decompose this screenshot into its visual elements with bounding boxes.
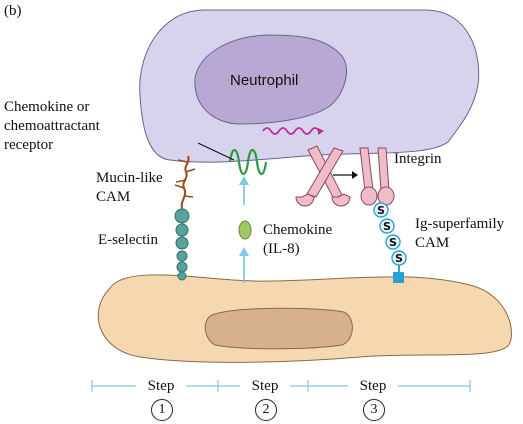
e-selectin-label: E-selectin (98, 232, 158, 248)
ig-cam-label-line1: Ig-superfamily (415, 216, 505, 232)
chemokine-label-line1: Chemokine (263, 222, 333, 238)
chemokine-receptor-label-line2: chemoattractant (4, 118, 100, 134)
step-2-label: Step (240, 378, 290, 395)
chemokine-receptor (228, 148, 268, 176)
integrin-active (359, 147, 395, 206)
svg-text:S: S (395, 252, 403, 265)
mucin-cam-label-line2: CAM (96, 189, 131, 205)
panel-label: (b) (4, 3, 22, 19)
mucin-cam-label-line1: Mucin-like (96, 170, 163, 186)
svg-text:S: S (377, 204, 385, 217)
integrin-inactive (295, 145, 351, 207)
integrin-activation-arrowhead (352, 171, 358, 179)
endothelial-nucleus (204, 307, 353, 350)
chemokine-receptor-label-line1: Chemokine or (4, 99, 90, 115)
neutrophil-nucleus (194, 34, 347, 125)
mucin-like-cam (180, 155, 190, 210)
chemokine-gradient-arrows (239, 176, 249, 283)
neutrophil-label: Neutrophil (230, 72, 299, 89)
integrin-label: Integrin (394, 151, 442, 167)
e-selectin (174, 208, 190, 281)
svg-text:S: S (383, 220, 391, 233)
mucin-like-cam-branches (174, 159, 196, 198)
step-1-number: 1 (151, 399, 173, 421)
ig-cam-label-line2: CAM (415, 235, 450, 251)
chemokine-label-line2: (IL-8) (263, 241, 300, 257)
svg-text:S: S (389, 236, 397, 249)
activation-signal-arrowhead (318, 128, 324, 135)
chemokine-il8 (238, 220, 252, 240)
receptor-pointer (197, 142, 235, 161)
step-3-number: 3 (363, 399, 385, 421)
activation-signal (262, 127, 320, 135)
step-1-label: Step (136, 378, 186, 395)
step-2-number: 2 (255, 399, 277, 421)
chemokine-receptor-label-line3: receptor (4, 137, 54, 153)
ig-superfamily-cam: S S S S (373, 202, 407, 283)
step-3-label: Step (348, 378, 398, 395)
